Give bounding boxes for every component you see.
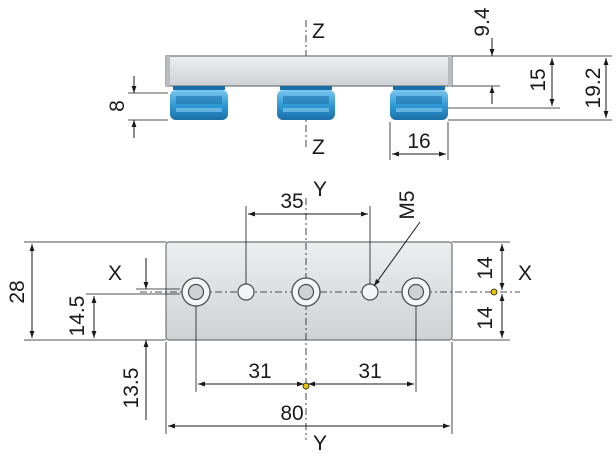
axis-z-bottom-label: Z xyxy=(312,136,325,159)
reference-dot-right xyxy=(490,288,498,296)
dim-plate-height: 28 xyxy=(6,280,29,303)
dim-plate-thickness: 9.4 xyxy=(471,7,494,37)
dim-roller-height: 8 xyxy=(106,100,129,112)
thread-hole-right xyxy=(361,283,379,301)
axis-y-top-label: Y xyxy=(313,178,327,201)
dim-half-height-top: 14 xyxy=(474,256,497,280)
dim-roller-offset: 15 xyxy=(527,68,550,91)
dim-hole-spacing-small: 35 xyxy=(280,190,303,213)
thread-callout: M5 xyxy=(396,190,419,219)
dim-center-to-edge-a: 14.5 xyxy=(66,296,89,337)
side-view: Z Z 8 16 9.4 15 19.2 xyxy=(106,7,612,160)
axis-x-right-label: X xyxy=(518,262,532,285)
counterbore-hole-center xyxy=(291,277,321,307)
dim-hole-spacing-right: 31 xyxy=(358,360,381,383)
dim-center-to-edge-b: 13.5 xyxy=(120,368,143,409)
axis-x-left-label: X xyxy=(108,262,122,285)
dim-hole-spacing-left: 31 xyxy=(248,360,271,383)
roller-center xyxy=(277,86,335,120)
dim-half-height-bottom: 14 xyxy=(474,306,497,330)
counterbore-hole-left xyxy=(181,277,211,307)
axis-y-bottom-label: Y xyxy=(313,432,327,455)
dim-roller-width: 16 xyxy=(407,130,430,153)
thread-hole-left xyxy=(237,283,255,301)
side-plate xyxy=(165,55,453,87)
plan-view: Y Y X X 35 M5 28 14.5 13.5 14 14 xyxy=(6,178,532,455)
roller-left xyxy=(170,86,228,120)
axis-z-top-label: Z xyxy=(312,20,325,43)
side-plate-left-cap xyxy=(166,56,170,86)
roller-right xyxy=(390,86,448,120)
side-plate-right-cap xyxy=(448,56,452,86)
counterbore-hole-right xyxy=(401,277,431,307)
dim-plate-length: 80 xyxy=(280,402,303,425)
dim-total-height: 19.2 xyxy=(582,68,605,109)
